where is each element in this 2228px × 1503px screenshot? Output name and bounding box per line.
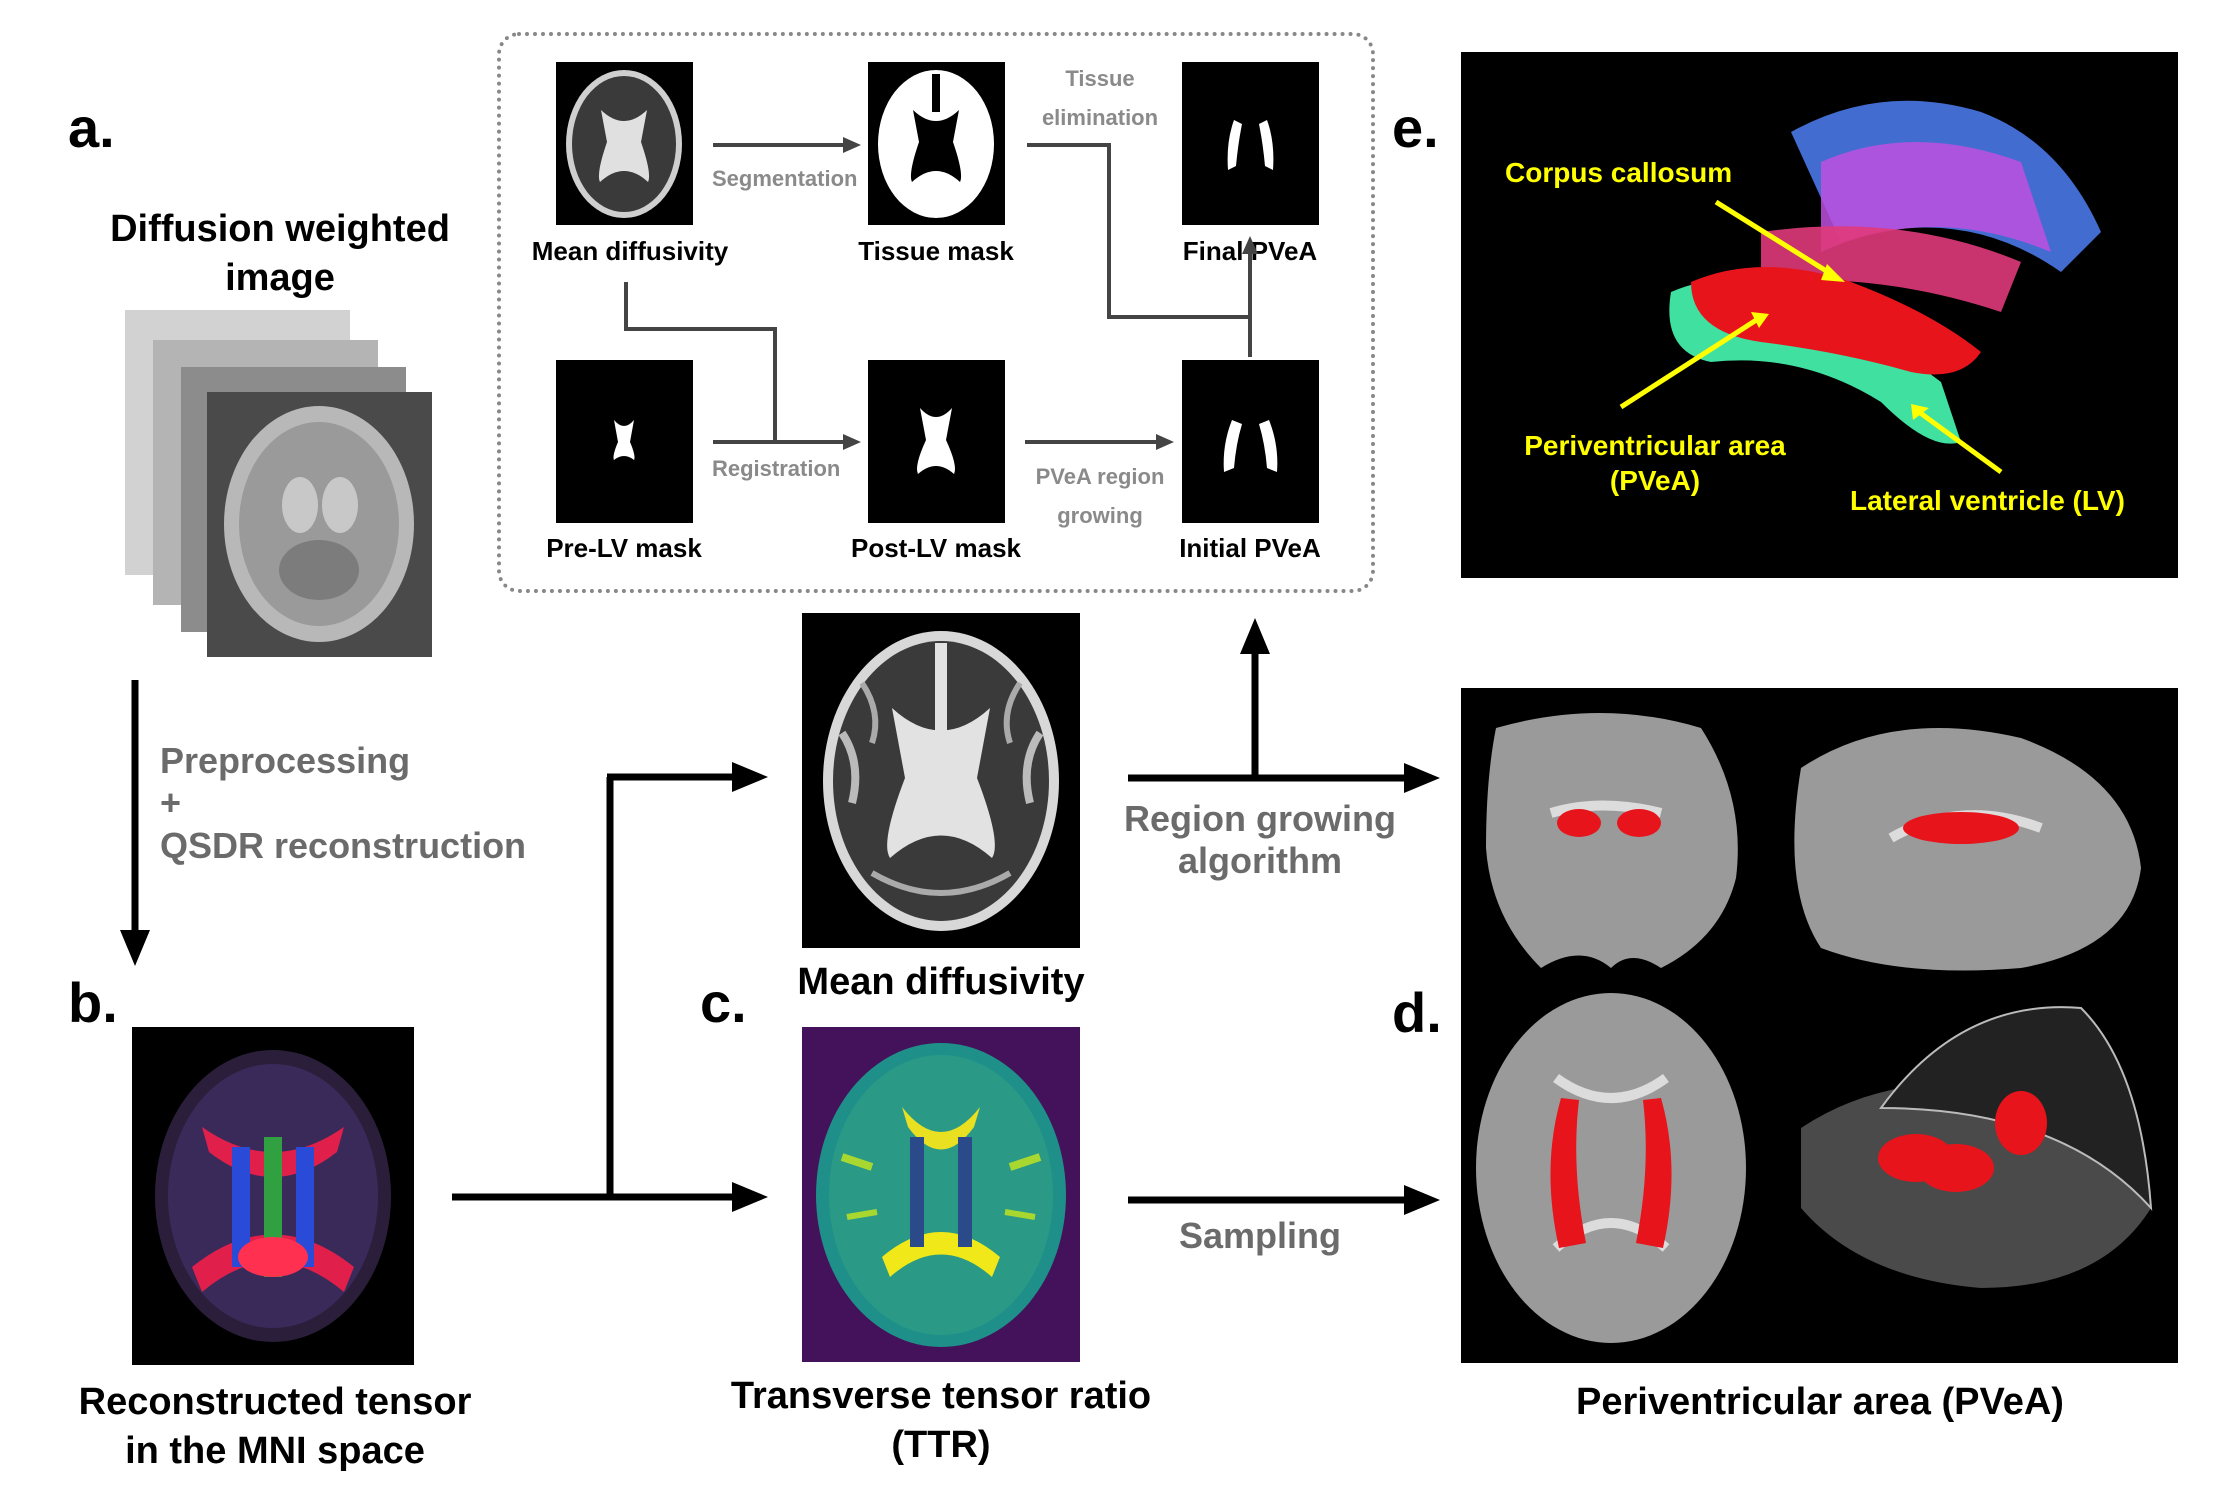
inset-tissue-mask-caption: Tissue mask [858,236,1014,266]
ttr-caption-line1: Transverse tensor ratio [730,1375,1152,1417]
inset-md-caption: Mean diffusivity [531,236,729,266]
label-pvea-line1: Periventricular area [1524,430,1786,461]
inset-pvea-growing-label: PVeA region growing [1010,458,1190,535]
ttr-caption: Transverse tensor ratio (TTR) [700,1372,1182,1471]
arrow-dwi-to-tensor [120,680,150,966]
inset-md-image [556,62,693,225]
arrow-ttr-to-pvea [1128,1185,1440,1215]
inset-tissue-elimination-label: Tissue elimination [1020,60,1180,137]
inset-pre-lv-image [556,360,693,523]
dwi-caption-line1: Diffusion weighted [110,208,450,250]
inset-pre-lv-caption: Pre-LV mask [546,533,702,563]
panel-d-pvea-views [1461,688,2178,1363]
mean-diffusivity-caption: Mean diffusivity [797,961,1085,1003]
panel-label-e: e. [1392,96,1439,159]
tensor-caption: Reconstructed tensor in the MNI space [30,1378,520,1477]
preprocessing-line1: Preprocessing [160,740,411,781]
inset-pvea-growing-line1: PVeA region [1035,464,1165,489]
inset-tissue-elim-line1: Tissue [1065,66,1135,91]
dwi-caption-line2: image [225,257,335,300]
inset-pvea-growing-line2: growing [1057,502,1143,528]
region-growing-label: Region growing algorithm [1110,798,1410,883]
panel-e-3d-render [1461,52,2178,578]
inset-segmentation-label: Segmentation [712,166,858,191]
dwi-caption: Diffusion weighted image [60,205,500,304]
inset-registration-label: Registration [712,456,841,481]
inset-post-lv-caption: Post-LV mask [850,533,1021,563]
panel-label-a: a. [68,96,115,159]
preprocessing-line2: + [160,782,182,824]
arrow-tensor-branch [452,762,768,1212]
tensor-image [132,1027,414,1365]
panel-label-d: d. [1392,981,1442,1044]
label-corpus-callosum: Corpus callosum [1505,157,1733,188]
inset-initial-pvea-image [1182,360,1319,523]
inset-initial-pvea-caption: Initial PVeA [1179,533,1321,563]
inset-final-pvea-image [1182,62,1319,225]
label-pvea-line2: (PVeA) [1609,465,1701,496]
pvea-caption: Periventricular area (PVeA) [1576,1381,2064,1423]
tensor-caption-line1: Reconstructed tensor [78,1381,472,1423]
tensor-caption-line2: in the MNI space [125,1430,425,1473]
inset-connectors [624,137,1258,450]
inset-post-lv-image [868,360,1005,523]
ttr-caption-line2: (TTR) [891,1424,991,1467]
label-pvea: Periventricular area (PVeA) [1505,428,1805,498]
label-lateral-ventricle: Lateral ventricle (LV) [1850,485,2125,516]
ttr-image [802,1027,1080,1362]
inset-tissue-mask-image [868,62,1005,225]
inset-flow-box [497,32,1375,593]
inset-tissue-elim-line2: elimination [1041,104,1159,130]
preprocessing-label: Preprocessing + QSDR reconstruction [160,740,526,867]
dwi-stack-image [125,310,435,660]
region-growing-line1: Region growing [1124,798,1396,839]
panel-label-c: c. [700,971,747,1034]
panel-label-b: b. [68,971,118,1034]
arrow-md-to-pvea [1128,618,1440,793]
preprocessing-line3: QSDR reconstruction [160,824,527,866]
sampling-label: Sampling [1178,1215,1342,1256]
mean-diffusivity-image [802,613,1080,948]
region-growing-line2: algorithm [1177,840,1342,882]
